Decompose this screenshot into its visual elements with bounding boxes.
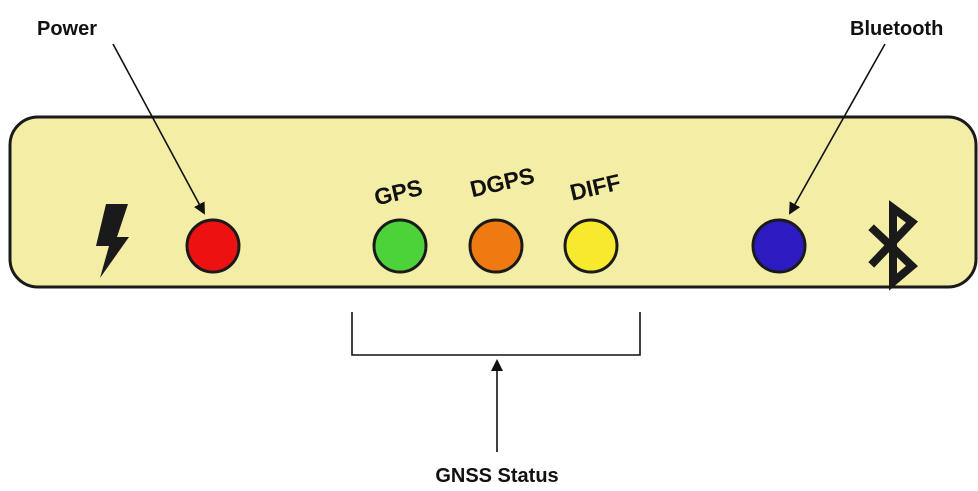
power-callout-label: Power — [37, 18, 97, 40]
bluetooth-callout-arrow — [789, 43, 886, 215]
power-led — [185, 218, 241, 274]
bluetooth-led — [751, 218, 807, 274]
gps-led — [372, 218, 428, 274]
bluetooth-icon — [868, 200, 919, 291]
lightning-bolt-icon — [96, 204, 129, 278]
gnss-status-bracket — [351, 312, 641, 356]
diff-led — [563, 218, 619, 274]
gnss-status-callout-label: GNSS Status — [435, 465, 558, 487]
power-callout-arrow — [112, 43, 205, 215]
led-panel — [8, 115, 978, 289]
dgps-led — [468, 218, 524, 274]
bluetooth-callout-label: Bluetooth — [850, 18, 943, 40]
